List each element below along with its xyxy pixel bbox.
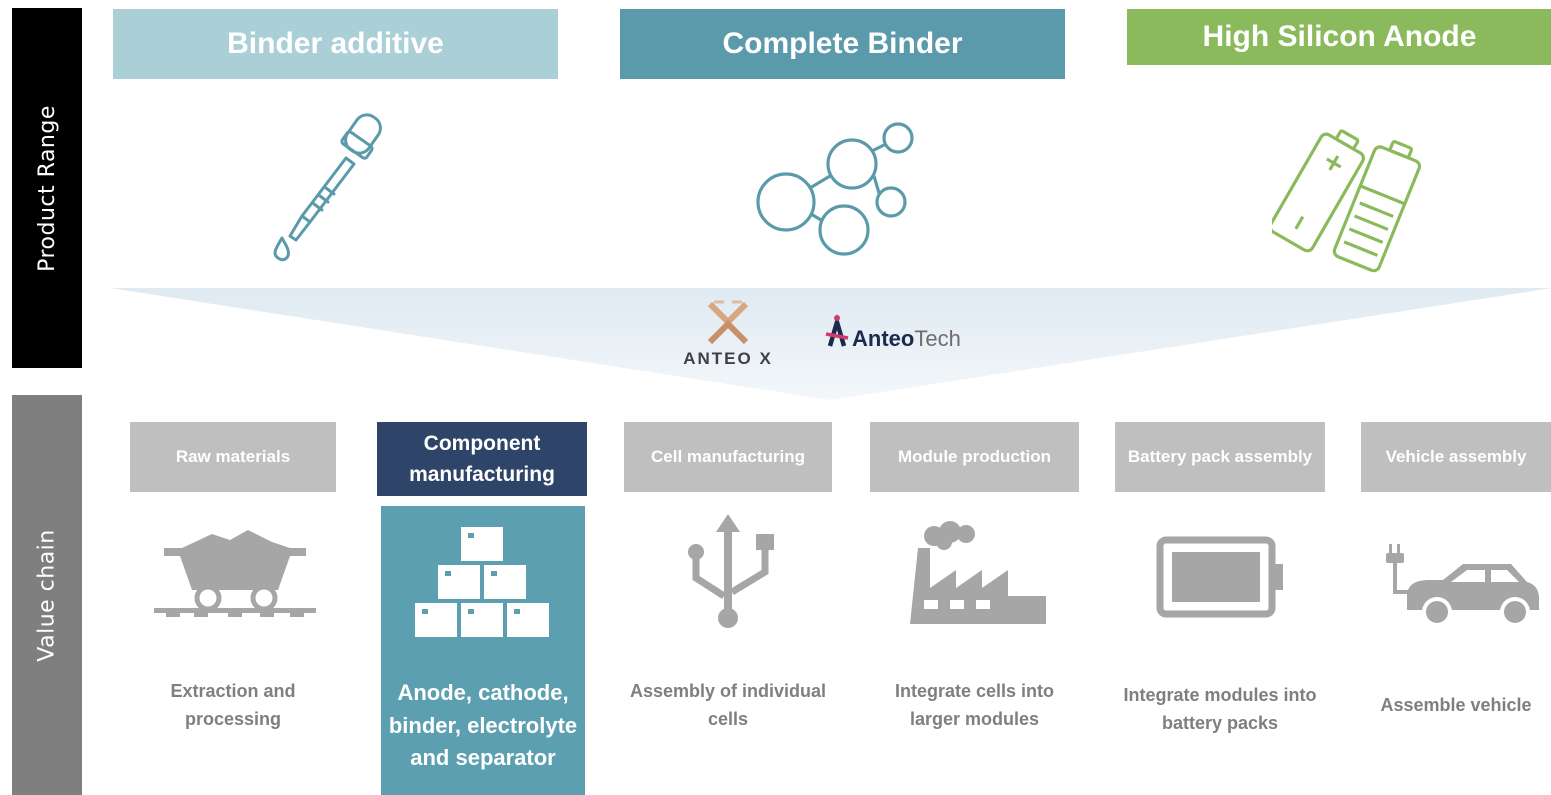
chain-raw-materials-description: Extraction and processing (170, 681, 296, 729)
dropper-icon (273, 113, 382, 262)
battery-pack-icon (1156, 536, 1283, 618)
chain-cell-manufacturing-description: Assembly of individual cells (629, 681, 827, 729)
chain-component-manufacturing-description: Anode, cathode, binder, electrolyte and … (388, 680, 578, 771)
boxes-icon (415, 527, 549, 637)
factory-icon (910, 521, 1046, 624)
chain-module-production-header: Module production (870, 422, 1079, 492)
product-complete-binder-header: Complete Binder (620, 9, 1065, 79)
chain-battery-pack-assembly-header: Battery pack assembly (1115, 422, 1325, 492)
value-chain-label: Value chain (34, 528, 60, 662)
svg-text:ANTEO X: ANTEO X (683, 349, 773, 368)
svg-text:AnteoTech: AnteoTech (852, 326, 961, 351)
company-logos: ANTEO X AnteoTech (683, 300, 961, 368)
product-range-label: Product Range (34, 104, 60, 272)
chain-component-manufacturing-header: Component manufacturing (377, 422, 587, 496)
molecule-icon (756, 122, 914, 256)
battery-icon (1272, 129, 1422, 273)
usb-icon (688, 514, 774, 628)
value-chain-sidebar: Value chain (12, 395, 82, 795)
product-high-silicon-anode-header: High Silicon Anode (1127, 9, 1551, 65)
chain-vehicle-assembly-description: Assemble vehicle (1380, 695, 1532, 716)
electric-car-icon (1386, 544, 1539, 627)
anteotech-logo: AnteoTech (825, 313, 961, 351)
chain-battery-pack-assembly-description: Integrate modules into battery packs (1123, 685, 1317, 733)
chain-raw-materials-header: Raw materials (130, 422, 336, 492)
mine-cart-icon (154, 530, 316, 617)
product-binder-additive-header: Binder additive (113, 9, 558, 79)
anteox-logo: ANTEO X (683, 300, 773, 368)
chain-module-production-description: Integrate cells into larger modules (894, 681, 1055, 729)
chain-cell-manufacturing-header: Cell manufacturing (624, 422, 832, 492)
chain-vehicle-assembly-header: Vehicle assembly (1361, 422, 1551, 492)
product-range-sidebar: Product Range (12, 8, 82, 368)
